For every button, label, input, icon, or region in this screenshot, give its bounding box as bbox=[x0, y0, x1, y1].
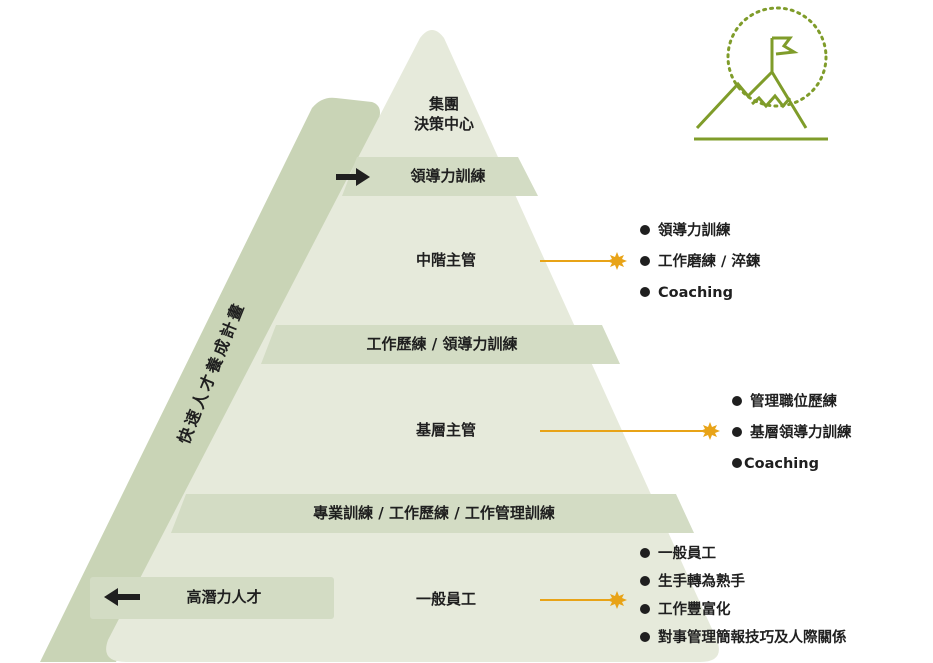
list-item: 工作豐富化 bbox=[640, 596, 847, 624]
list-item: 領導力訓練 bbox=[640, 216, 760, 247]
list-item: 生手轉為熟手 bbox=[640, 568, 847, 596]
high-potential-box bbox=[90, 577, 334, 619]
high-potential-label: 高潛力人才 bbox=[186, 588, 262, 606]
list-item: Coaching bbox=[732, 449, 852, 480]
bullet-dot-icon bbox=[640, 548, 650, 558]
band-3-label: 專業訓練 / 工作歷練 / 工作管理訓練 bbox=[313, 504, 555, 522]
list-item: 對事管理簡報技巧及人際關係 bbox=[640, 624, 847, 652]
bullet-dot-icon bbox=[640, 256, 650, 266]
band-3-bg bbox=[171, 494, 694, 533]
list-item: 工作磨練 / 淬鍊 bbox=[640, 247, 760, 278]
bullet-dot-icon bbox=[640, 287, 650, 297]
starburst-icon bbox=[700, 422, 720, 440]
band-2-bg bbox=[261, 325, 620, 364]
bullet-dot-icon bbox=[732, 458, 742, 468]
level-mid-label: 中階主管 bbox=[415, 251, 477, 269]
level-staff-label: 一般員工 bbox=[415, 590, 477, 608]
fast-track-arch bbox=[40, 97, 380, 662]
bullet-dot-icon bbox=[640, 632, 650, 642]
bullets-base: 管理職位歷練 基層領導力訓練 Coaching bbox=[732, 387, 852, 480]
list-item: 基層領導力訓練 bbox=[732, 418, 852, 449]
list-item: Coaching bbox=[640, 278, 760, 309]
connector-staff bbox=[540, 591, 627, 609]
starburst-icon bbox=[607, 591, 627, 609]
level-base-label: 基層主管 bbox=[415, 421, 477, 439]
band-1-bg bbox=[342, 157, 538, 196]
bullet-dot-icon bbox=[640, 604, 650, 614]
bullets-mid: 領導力訓練 工作磨練 / 淬鍊 Coaching bbox=[640, 216, 760, 309]
arrow-right-icon bbox=[336, 168, 370, 186]
band-2-label: 工作歷練 / 領導力訓練 bbox=[366, 335, 518, 353]
list-item: 管理職位歷練 bbox=[732, 387, 852, 418]
mountain-flag-icon bbox=[694, 6, 828, 141]
level-top-label: 集團 決策中心 bbox=[413, 95, 475, 134]
bullets-staff: 一般員工 生手轉為熟手 工作豐富化 對事管理簡報技巧及人際關係 bbox=[640, 540, 847, 652]
starburst-icon bbox=[607, 252, 627, 270]
list-item: 一般員工 bbox=[640, 540, 847, 568]
bullet-dot-icon bbox=[732, 427, 742, 437]
bullet-dot-icon bbox=[640, 225, 650, 235]
bullet-dot-icon bbox=[732, 396, 742, 406]
bullet-dot-icon bbox=[640, 576, 650, 586]
arrow-left-icon bbox=[104, 588, 140, 606]
connector-mid bbox=[540, 252, 627, 270]
connector-base bbox=[540, 422, 720, 440]
band-1-label: 領導力訓練 bbox=[410, 167, 486, 185]
